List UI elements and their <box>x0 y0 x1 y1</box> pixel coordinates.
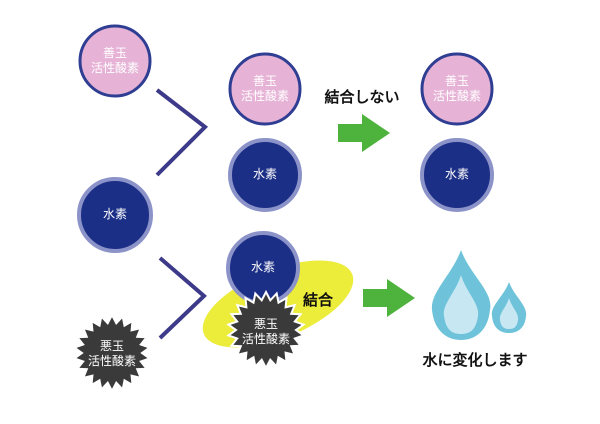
hydrogen-bonding-label: 水素 <box>250 260 275 274</box>
hydrogen-middle <box>228 138 302 212</box>
bad-radical-left <box>72 312 152 394</box>
bad-radical-left-label: 悪玉活性酸素 <box>87 339 136 368</box>
arrow-top-icon <box>338 114 390 152</box>
hydrogen-right <box>420 138 494 212</box>
water-drop-small-highlight <box>499 298 519 329</box>
bad-radical-bonding-label: 悪玉活性酸素 <box>241 317 290 346</box>
no-bond-text: 結合しない <box>324 88 400 106</box>
connector-bottom <box>158 256 207 340</box>
hydrogen-right-label: 水素 <box>444 167 469 181</box>
arrow-bottom-icon <box>363 279 415 317</box>
hydrogen-left-label: 水素 <box>102 207 127 221</box>
good-radical-middle-label: 善玉活性酸素 <box>240 74 289 103</box>
good-radical-left <box>78 24 152 98</box>
good-radical-middle <box>228 52 302 126</box>
water-drop-large-highlight <box>443 275 479 334</box>
good-radical-left-label: 善玉活性酸素 <box>90 46 139 75</box>
connector-top <box>155 88 209 177</box>
good-radical-right <box>420 52 494 126</box>
good-radical-right-label: 善玉活性酸素 <box>432 74 481 103</box>
becomes-water-text: 水に変化します <box>422 351 528 369</box>
hydrogen-middle-label: 水素 <box>252 167 277 181</box>
bond-text: 結合 <box>302 291 333 309</box>
hydrogen-left <box>77 177 153 253</box>
bad-radical-bonding <box>226 289 306 371</box>
